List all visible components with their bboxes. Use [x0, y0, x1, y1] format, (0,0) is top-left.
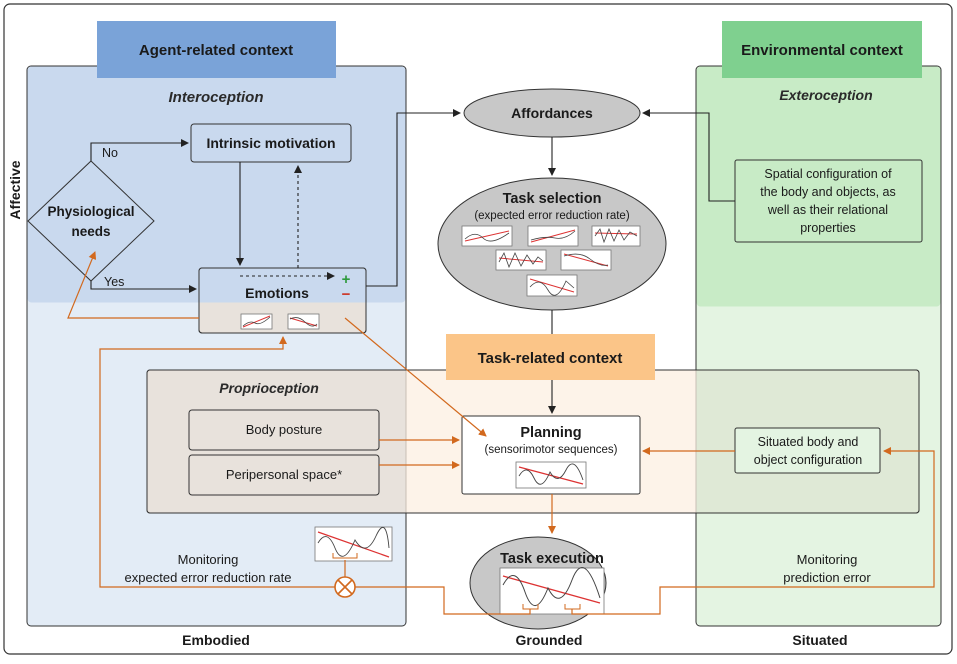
environment-header: Environmental context: [722, 21, 922, 78]
planning-title: Planning: [520, 425, 581, 441]
situated-config-line1: Situated body and: [758, 435, 859, 449]
task-selection-plot-4: [495, 249, 547, 271]
planning-subtitle: (sensorimotor sequences): [485, 444, 618, 456]
monitoring-right-line2: prediction error: [783, 570, 871, 585]
task-execution-plot: [499, 567, 605, 615]
footer-grounded: Grounded: [516, 632, 583, 648]
black-connectors: [90, 109, 735, 414]
task-selection-plot-5: [560, 249, 612, 271]
exteroception-title: Exteroception: [779, 87, 872, 103]
monitoring-right-line1: Monitoring: [797, 552, 858, 567]
task-header-label: Task-related context: [478, 350, 623, 367]
emotions-mini-plot-1: [240, 313, 273, 330]
affordances-node: Affordances: [463, 88, 641, 138]
emotions-node: Emotions + −: [198, 267, 367, 334]
interoception-title: Interoception: [168, 89, 263, 106]
proprioception-title: Proprioception: [219, 380, 319, 396]
environment-panel: [695, 65, 942, 627]
task-execution-label: Task execution: [500, 551, 604, 567]
task-selection-plot-6: [526, 274, 578, 297]
affordances-label: Affordances: [511, 105, 593, 121]
task-selection-title: Task selection: [503, 191, 602, 207]
intrinsic-motivation-node: Intrinsic motivation: [190, 123, 352, 163]
affective-label: Affective: [7, 160, 23, 219]
monitoring-left-plot: [314, 526, 393, 562]
environment-header-label: Environmental context: [741, 42, 903, 59]
task-header: Task-related context: [446, 334, 655, 380]
monitoring-left-line2: expected error reduction rate: [125, 570, 292, 585]
peripersonal-space-node: Peripersonal space*: [188, 454, 380, 496]
spatial-config-line3: well as their relational: [767, 203, 888, 217]
body-posture-node: Body posture: [188, 409, 380, 451]
planning-plot: [515, 461, 587, 489]
spatial-config-line1: Spatial configuration of: [764, 167, 892, 181]
edge-label-no: No: [102, 146, 118, 160]
agent-header-label: Agent-related context: [139, 42, 293, 59]
task-selection-plot-2: [527, 225, 579, 247]
task-selection-plot-3: [591, 225, 641, 247]
spatial-config-line2: the body and objects, as: [760, 185, 896, 199]
emotions-minus: −: [342, 286, 351, 303]
task-selection-plot-1: [461, 225, 513, 247]
agent-header: Agent-related context: [97, 21, 336, 78]
situated-config-line2: object configuration: [754, 453, 862, 467]
footer-embodied: Embodied: [182, 632, 250, 648]
physiological-needs-line2: needs: [71, 224, 110, 239]
monitoring-left-line1: Monitoring: [178, 552, 239, 567]
situated-configuration-node: Situated body and object configuration: [734, 427, 881, 474]
physiological-needs-node: Physiological needs: [27, 160, 155, 282]
intrinsic-motivation-label: Intrinsic motivation: [206, 135, 335, 151]
task-selection-subtitle: (expected error reduction rate): [474, 210, 629, 222]
emotions-mini-plot-2: [287, 313, 320, 330]
body-posture-label: Body posture: [246, 422, 323, 437]
comparator-icon: [334, 576, 356, 598]
orange-connectors: [67, 251, 935, 615]
edge-label-yes: Yes: [104, 275, 124, 289]
emotions-plus: +: [342, 271, 351, 288]
emotions-label: Emotions: [245, 285, 309, 301]
spatial-configuration-node: Spatial configuration of the body and ob…: [734, 159, 923, 243]
peripersonal-space-label: Peripersonal space*: [226, 467, 342, 482]
task-execution-node: Task execution: [469, 536, 607, 630]
spatial-config-line4: properties: [800, 221, 856, 235]
physiological-needs-line1: Physiological: [47, 204, 134, 219]
planning-node: Planning (sensorimotor sequences): [461, 415, 641, 495]
task-selection-node: Task selection (expected error reduction…: [437, 177, 667, 311]
footer-situated: Situated: [792, 632, 847, 648]
